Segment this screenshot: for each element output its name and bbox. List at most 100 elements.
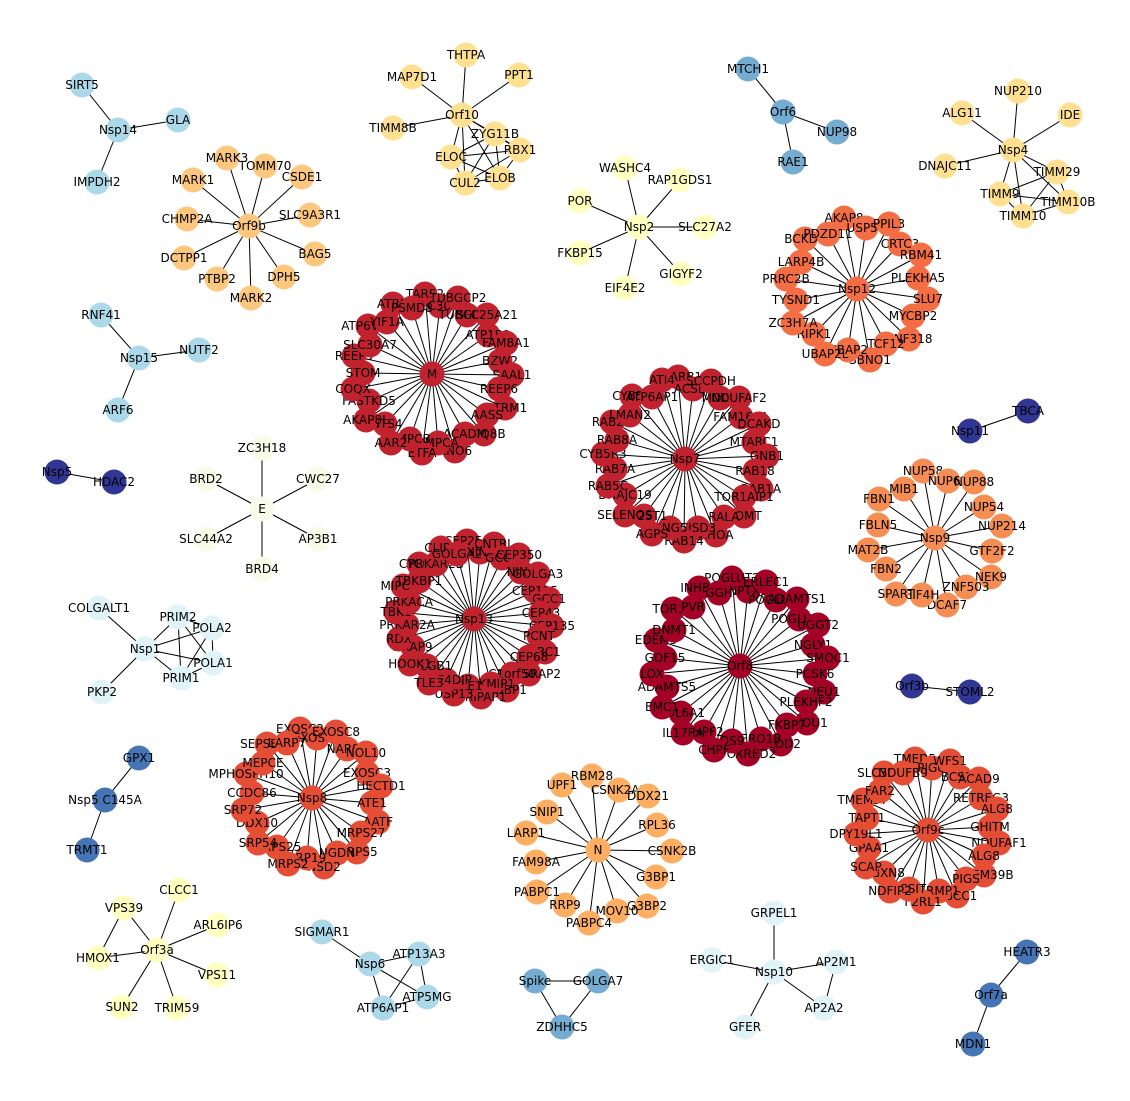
node-tomm70[interactable]: TOMM70 xyxy=(238,153,292,179)
node-acad9[interactable]: ACAD9 xyxy=(958,766,1000,792)
node-atp6ap1[interactable]: ATP6AP1 xyxy=(357,995,410,1021)
node-il17ra[interactable]: IL17RA xyxy=(662,720,705,746)
node-fbn2[interactable]: FBN2 xyxy=(870,556,902,582)
hub-node-spike[interactable]: Spike xyxy=(519,968,551,994)
node-gla[interactable]: GLA xyxy=(165,107,192,133)
node-ccdc86[interactable]: CCDC86 xyxy=(227,780,277,806)
node-nup88[interactable]: NUP88 xyxy=(954,469,994,495)
node-tor1aip1[interactable]: TOR1AIP1 xyxy=(713,484,774,510)
node-prim2[interactable]: PRIM2 xyxy=(159,604,197,630)
node-csde1[interactable]: CSDE1 xyxy=(282,164,322,190)
node-fbln5[interactable]: FBLN5 xyxy=(859,512,897,538)
node-rbx1[interactable]: RBX1 xyxy=(504,137,536,163)
node-aar2[interactable]: AAR2 xyxy=(375,430,408,456)
node-cul2[interactable]: CUL2 xyxy=(449,170,481,196)
node-golga2[interactable]: GOLGA2 xyxy=(432,541,483,567)
node-chmp2a[interactable]: CHMP2A xyxy=(162,206,214,232)
node-rbm41[interactable]: RBM41 xyxy=(900,242,942,268)
node-alg11[interactable]: ALG11 xyxy=(942,100,982,126)
node-pabpc4[interactable]: PABPC4 xyxy=(566,910,612,936)
node-timm10[interactable]: TIMM10 xyxy=(999,203,1047,229)
node-mark1[interactable]: MARK1 xyxy=(172,167,214,193)
node-lox[interactable]: LOX xyxy=(639,661,665,687)
node-timm29[interactable]: TIMM29 xyxy=(1033,159,1081,185)
node-emc1[interactable]: EMC1 xyxy=(645,694,679,720)
node-wfs1[interactable]: WFS1 xyxy=(933,748,967,774)
node-brd4[interactable]: BRD4 xyxy=(245,556,279,582)
node-ndufb9[interactable]: NDUFB9 xyxy=(878,760,928,786)
node-arf6[interactable]: ARF6 xyxy=(102,397,134,423)
node-elob[interactable]: ELOB xyxy=(484,165,516,191)
node-vps39[interactable]: VPS39 xyxy=(105,895,143,921)
node-gpx1[interactable]: GPX1 xyxy=(123,745,155,771)
node-sun2[interactable]: SUN2 xyxy=(105,994,139,1020)
node-gfer[interactable]: GFER xyxy=(729,1014,761,1040)
hub-node-nsp13[interactable]: Nsp13 xyxy=(455,606,493,632)
node-mycbp2[interactable]: MYCBP2 xyxy=(889,303,938,329)
hub-node-nsp8[interactable]: Nsp8 xyxy=(297,785,327,811)
node-alg8[interactable]: ALG8 xyxy=(968,843,1000,869)
node-stoml2[interactable]: STOML2 xyxy=(945,679,995,705)
node-arl6ip6[interactable]: ARL6IP6 xyxy=(193,912,243,938)
hub-node-n[interactable]: N xyxy=(585,837,611,863)
node-ripk1[interactable]: RIPK1 xyxy=(797,321,832,347)
node-mov10[interactable]: MOV10 xyxy=(595,898,639,924)
node-mib1[interactable]: MIB1 xyxy=(889,476,919,502)
node-csnk2b[interactable]: CSNK2B xyxy=(648,838,697,864)
node-colgalt1[interactable]: COLGALT1 xyxy=(68,595,130,621)
hub-node-nsp4[interactable]: Nsp4 xyxy=(998,137,1028,163)
node-nup98[interactable]: NUP98 xyxy=(817,119,857,145)
node-ddx21[interactable]: DDX21 xyxy=(627,783,669,809)
hub-node-nsp14[interactable]: Nsp14 xyxy=(99,117,137,143)
node-ndufaf2[interactable]: NDUFAF2 xyxy=(711,385,767,411)
node-dctpp1[interactable]: DCTPP1 xyxy=(160,245,208,271)
node-dcakd[interactable]: DCAKD xyxy=(738,411,781,437)
node-ubap2[interactable]: UBAP2 xyxy=(828,337,868,363)
node-pvr[interactable]: PVR xyxy=(680,594,706,620)
node-ppt1[interactable]: PPT1 xyxy=(504,62,534,88)
node-rbm28[interactable]: RBM28 xyxy=(571,763,613,789)
node-slu7[interactable]: SLU7 xyxy=(913,286,943,312)
hub-node-orf9c[interactable]: Orf9c xyxy=(912,817,945,843)
node-scap[interactable]: SCAP xyxy=(850,854,882,880)
node-slc9a3r1[interactable]: SLC9A3R1 xyxy=(279,202,341,228)
node-prrc2b[interactable]: PRRC2B xyxy=(762,266,810,292)
node-gtf2f2[interactable]: GTF2F2 xyxy=(969,538,1015,564)
node-rae1[interactable]: RAE1 xyxy=(777,149,809,175)
node-nol10[interactable]: NOL10 xyxy=(346,740,386,766)
node-hdac2[interactable]: HDAC2 xyxy=(93,469,135,495)
node-eif4h[interactable]: EIF4H xyxy=(905,582,940,608)
node-slc25a21[interactable]: SLC25A21 xyxy=(456,302,518,328)
node-adamts1[interactable]: ADAMTS1 xyxy=(768,586,826,612)
node-rnf41[interactable]: RNF41 xyxy=(81,302,121,328)
node-uggt2[interactable]: UGGT2 xyxy=(797,612,839,638)
node-timm10b[interactable]: TIMM10B xyxy=(1039,189,1096,215)
node-mtch1[interactable]: MTCH1 xyxy=(727,56,769,82)
hub-node-nsp9[interactable]: Nsp9 xyxy=(920,525,950,551)
node-nek9[interactable]: NEK9 xyxy=(975,564,1007,590)
node-inhbe[interactable]: INHBE xyxy=(680,575,718,601)
node-dnajc11[interactable]: DNAJC11 xyxy=(918,153,972,179)
hub-node-nsp7[interactable]: Nsp7 xyxy=(670,446,700,472)
node-mepce[interactable]: MEPCE xyxy=(242,750,284,776)
node-snip1[interactable]: SNIP1 xyxy=(529,799,565,825)
node-larp7[interactable]: LARP7 xyxy=(268,730,306,756)
node-hmox1[interactable]: HMOX1 xyxy=(76,945,120,971)
node-upf1[interactable]: UPF1 xyxy=(547,772,578,798)
node-ubap2l[interactable]: UBAP2L xyxy=(802,341,849,367)
node-zyg11b[interactable]: ZYG11B xyxy=(471,121,519,147)
node-bag5[interactable]: BAG5 xyxy=(298,241,332,267)
node-dph5[interactable]: DPH5 xyxy=(267,264,301,290)
node-psmd8[interactable]: PSMD8 xyxy=(391,295,433,321)
node-aass[interactable]: AASS xyxy=(471,402,503,428)
node-selenos[interactable]: SELENOS xyxy=(597,502,653,528)
node-ide[interactable]: IDE xyxy=(1057,102,1083,128)
node-fam98a[interactable]: FAM98A xyxy=(512,849,561,875)
node-mark2[interactable]: MARK2 xyxy=(230,285,272,311)
node-zdhhc5[interactable]: ZDHHC5 xyxy=(536,1014,588,1040)
node-slc30a7[interactable]: SLC30A7 xyxy=(343,332,397,358)
node-nup214[interactable]: NUP214 xyxy=(978,513,1026,539)
node-ap3b1[interactable]: AP3B1 xyxy=(299,526,338,552)
node-slc44a2[interactable]: SLC44A2 xyxy=(179,526,233,552)
node-zc3h18[interactable]: ZC3H18 xyxy=(238,435,287,461)
